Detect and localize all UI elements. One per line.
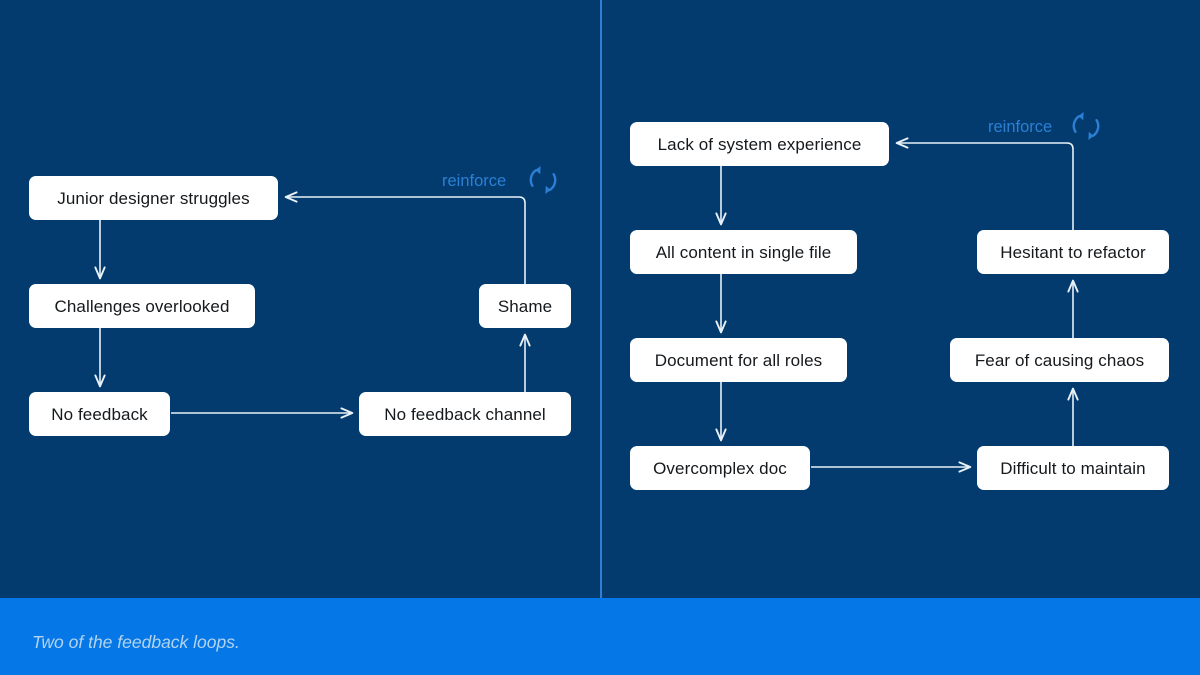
node-document-for-all-roles[interactable]: Document for all roles: [630, 338, 847, 382]
left-loop-reinforce-label: reinforce: [442, 172, 507, 190]
node-difficult-to-maintain[interactable]: Difficult to maintain: [977, 446, 1169, 490]
diagram-canvas: Junior designer struggles Challenges ove…: [29, 0, 1169, 598]
node-all-content-in-single-file[interactable]: All content in single file: [630, 230, 857, 274]
panel-divider: [600, 0, 602, 598]
edge-shame-to-junior: [284, 191, 526, 285]
caption-bar: [0, 598, 1200, 675]
node-shame[interactable]: Shame: [479, 284, 571, 328]
node-lack-of-system-experience[interactable]: Lack of system experience: [630, 122, 889, 166]
node-challenges-overlooked[interactable]: Challenges overlooked: [29, 284, 255, 328]
node-no-feedback-channel[interactable]: No feedback channel: [359, 392, 571, 436]
node-overcomplex-doc[interactable]: Overcomplex doc: [630, 446, 810, 490]
cycle-arrows-icon: [1072, 112, 1100, 140]
node-junior-designer-struggles[interactable]: Junior designer struggles: [29, 176, 278, 220]
edge-hesitant-to-lack: [895, 137, 1074, 230]
cycle-arrows-icon: [529, 166, 557, 194]
right-loop-reinforce-label: reinforce: [988, 118, 1053, 136]
node-no-feedback[interactable]: No feedback: [29, 392, 170, 436]
node-fear-of-causing-chaos[interactable]: Fear of causing chaos: [950, 338, 1169, 382]
caption-text: Two of the feedback loops.: [32, 632, 240, 652]
node-hesitant-to-refactor[interactable]: Hesitant to refactor: [977, 230, 1169, 274]
